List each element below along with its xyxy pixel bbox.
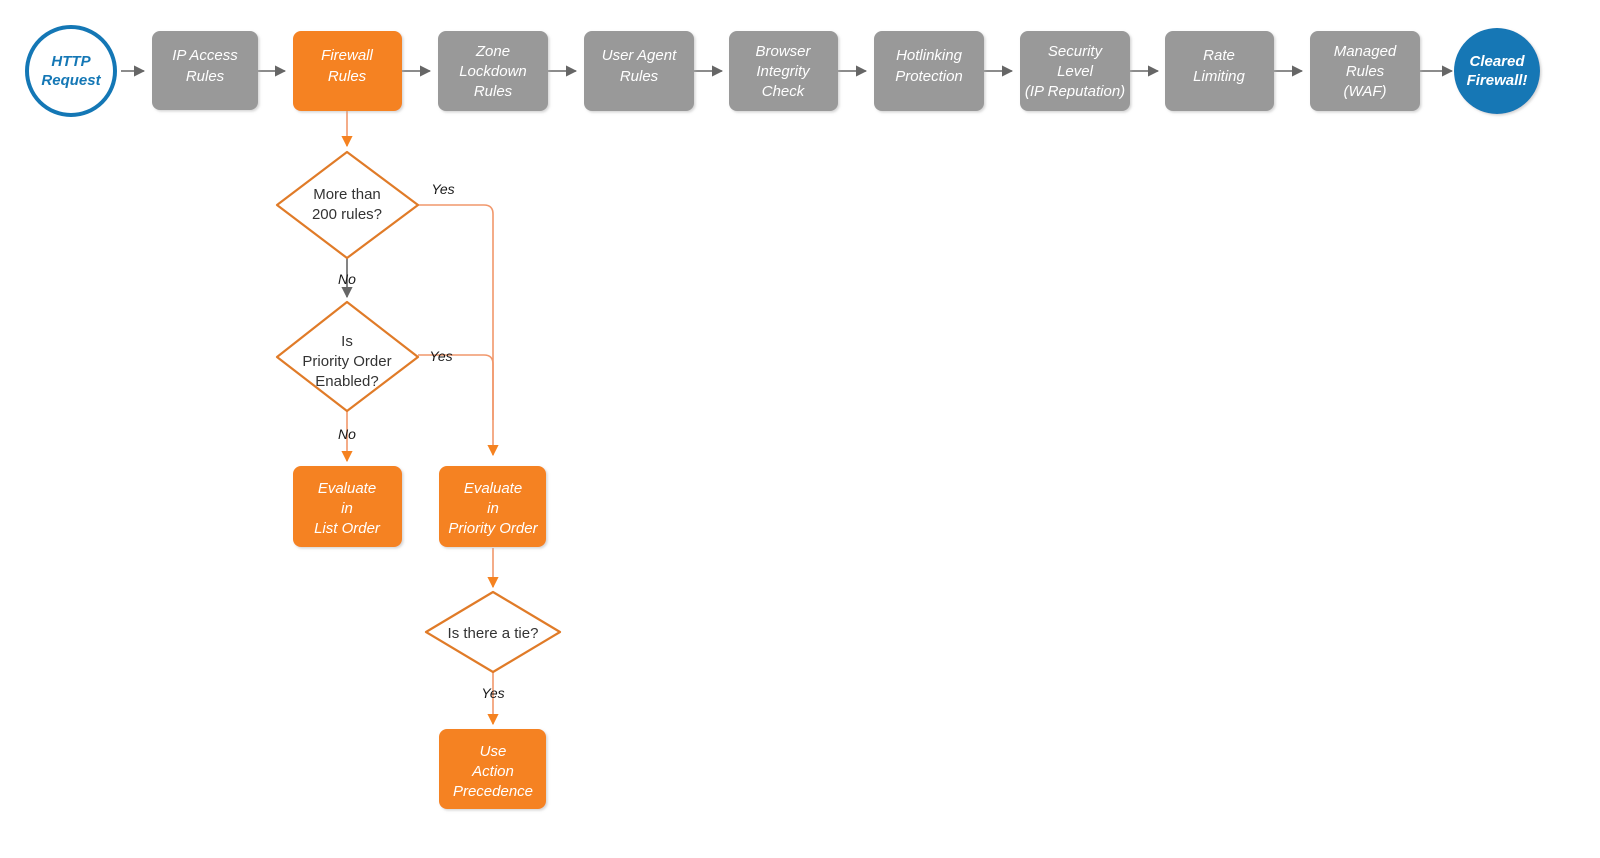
- node-evaluate-list-order[interactable]: Evaluate in List Order: [293, 466, 402, 547]
- node-managed-rules-waf[interactable]: Managed Rules (WAF): [1310, 31, 1420, 111]
- managed-rules-waf-line2: Rules: [1346, 63, 1385, 80]
- use-action-precedence-box: [439, 729, 546, 809]
- ip-access-rules-line2: Rules: [186, 68, 225, 85]
- is-priority-order-enabled-line2: Priority Order: [302, 353, 391, 370]
- more-than-200-rules-diamond: [275, 150, 420, 260]
- node-hotlinking-protection[interactable]: Hotlinking Protection: [874, 31, 984, 111]
- managed-rules-waf-box: [1310, 31, 1420, 111]
- security-level-line3: (IP Reputation): [1025, 83, 1125, 100]
- node-browser-integrity-check[interactable]: Browser Integrity Check: [729, 31, 838, 111]
- zone-lockdown-rules-line1: Zone: [475, 43, 510, 60]
- is-there-a-tie-line1: Is there a tie?: [448, 625, 539, 642]
- firewall-rules-line2: Rules: [328, 68, 367, 85]
- zone-lockdown-rules-box: [438, 31, 548, 111]
- edge-label-priority-enabled-yes: Yes: [429, 348, 452, 364]
- node-zone-lockdown-rules[interactable]: Zone Lockdown Rules: [438, 31, 548, 111]
- more-than-200-rules-line1: More than: [313, 186, 381, 203]
- browser-integrity-check-line2: Integrity: [756, 63, 811, 80]
- rate-limiting-line1: Rate: [1203, 47, 1235, 64]
- node-rate-limiting[interactable]: Rate Limiting: [1165, 31, 1274, 111]
- evaluate-list-order-line1: Evaluate: [318, 480, 376, 497]
- node-firewall-rules[interactable]: Firewall Rules: [293, 31, 402, 111]
- branch-connectors: [341, 111, 499, 726]
- is-priority-order-enabled-line1: Is: [341, 333, 353, 350]
- edge-labels: Yes No Yes No Yes: [338, 181, 505, 701]
- user-agent-rules-box: [584, 31, 694, 111]
- browser-integrity-check-line3: Check: [762, 83, 806, 100]
- ip-access-rules-line1: IP Access: [172, 47, 238, 64]
- hotlinking-protection-box: [874, 31, 984, 111]
- more-than-200-rules-line2: 200 rules?: [312, 206, 382, 223]
- edge-label-tie-yes: Yes: [481, 685, 504, 701]
- node-security-level[interactable]: Security Level (IP Reputation): [1020, 31, 1130, 111]
- connector-200rules-yes-to-priority-order: [418, 204, 499, 457]
- zone-lockdown-rules-line3: Rules: [474, 83, 513, 100]
- cleared-firewall-label-line2: Firewall!: [1467, 72, 1528, 89]
- is-priority-order-enabled-line3: Enabled?: [315, 373, 378, 390]
- browser-integrity-check-line1: Browser: [755, 43, 811, 60]
- hotlinking-protection-line2: Protection: [895, 68, 963, 85]
- rate-limiting-box: [1165, 31, 1274, 111]
- evaluate-list-order-line3: List Order: [314, 520, 381, 537]
- cleared-firewall-label-line1: Cleared: [1469, 53, 1525, 70]
- evaluate-list-order-line2: in: [341, 500, 353, 517]
- managed-rules-waf-line1: Managed: [1334, 43, 1397, 60]
- evaluate-priority-order-line1: Evaluate: [464, 480, 522, 497]
- firewall-rules-line1: Firewall: [321, 47, 373, 64]
- security-level-line1: Security: [1048, 43, 1104, 60]
- cleared-firewall-circle: [1454, 28, 1540, 114]
- hotlinking-protection-line1: Hotlinking: [896, 47, 963, 64]
- http-request-circle: [25, 25, 117, 117]
- node-evaluate-priority-order[interactable]: Evaluate in Priority Order: [439, 466, 546, 547]
- user-agent-rules-line2: Rules: [620, 68, 659, 85]
- evaluate-priority-order-box: [439, 466, 546, 547]
- use-action-precedence-line1: Use: [480, 743, 507, 760]
- zone-lockdown-rules-line2: Lockdown: [459, 63, 527, 80]
- firewall-rules-box: [293, 31, 402, 111]
- is-there-a-tie-diamond: [424, 590, 562, 674]
- evaluate-priority-order-line2: in: [487, 500, 499, 517]
- user-agent-rules-line1: User Agent: [602, 47, 677, 64]
- decision-is-there-a-tie[interactable]: Is there a tie?: [424, 590, 562, 674]
- node-http-request[interactable]: HTTP Request: [25, 25, 117, 117]
- evaluate-priority-order-line3: Priority Order: [448, 520, 538, 537]
- node-ip-access-rules[interactable]: IP Access Rules: [152, 31, 258, 110]
- use-action-precedence-line3: Precedence: [453, 783, 533, 800]
- edge-label-200rules-yes: Yes: [431, 181, 454, 197]
- decision-is-priority-order-enabled[interactable]: Is Priority Order Enabled?: [275, 300, 420, 413]
- node-user-agent-rules[interactable]: User Agent Rules: [584, 31, 694, 111]
- rate-limiting-line2: Limiting: [1193, 68, 1245, 85]
- ip-access-rules-box: [152, 31, 258, 110]
- decision-more-than-200-rules[interactable]: More than 200 rules?: [275, 150, 420, 260]
- http-request-label-line2: Request: [41, 72, 101, 89]
- node-cleared-firewall[interactable]: Cleared Firewall!: [1454, 28, 1540, 114]
- use-action-precedence-line2: Action: [471, 763, 514, 780]
- security-level-box: [1020, 31, 1130, 111]
- http-request-label-line1: HTTP: [51, 53, 91, 70]
- evaluate-list-order-box: [293, 466, 402, 547]
- edge-label-priority-enabled-no: No: [338, 426, 356, 442]
- browser-integrity-check-box: [729, 31, 838, 111]
- managed-rules-waf-line3: (WAF): [1343, 83, 1386, 100]
- edge-label-200rules-no: No: [338, 271, 356, 287]
- connector-priority-enabled-yes: [418, 354, 494, 420]
- security-level-line2: Level: [1057, 63, 1094, 80]
- is-priority-order-enabled-diamond: [275, 300, 420, 413]
- node-use-action-precedence[interactable]: Use Action Precedence: [439, 729, 546, 809]
